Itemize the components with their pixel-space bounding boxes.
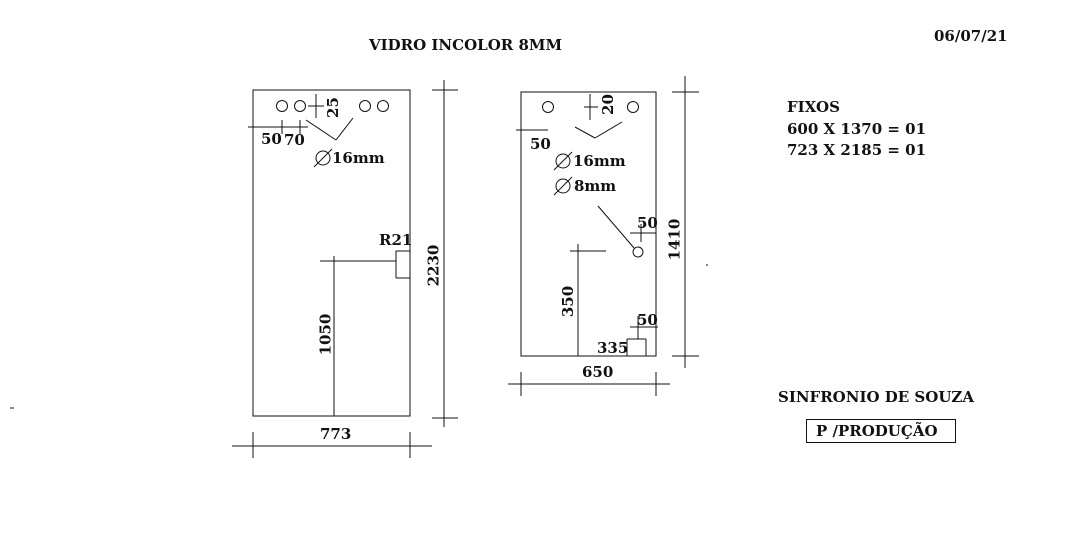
left-diameter-circle [315, 150, 331, 166]
right-height-label: 1410 [665, 218, 684, 261]
left-height-label: 2230 [424, 244, 443, 287]
left-dim-25: 25 [323, 97, 342, 118]
left-hole-diameter-label: 16mm [332, 149, 385, 167]
fixos-line-2: 723 X 2185 = 01 [787, 141, 927, 159]
right-glass-panel [520, 91, 657, 357]
left-width-label: 773 [320, 425, 352, 443]
right-notch-50-label: 50 [637, 311, 658, 329]
production-stamp-box [806, 419, 956, 443]
left-dim-70: 70 [284, 131, 305, 149]
production-stamp-label: P /PRODUÇÃO [816, 422, 938, 440]
drawing-date: 06/07/21 [934, 27, 1008, 45]
left-dim-50: 50 [261, 130, 282, 148]
fixos-title: FIXOS [787, 98, 840, 116]
right-hole-1 [542, 101, 554, 113]
right-notch-height-label: 350 [559, 285, 578, 318]
right-leader-1 [574, 126, 596, 139]
client-name: SINFRONIO DE SOUZA [778, 388, 974, 406]
left-hole-4 [377, 100, 389, 112]
left-diameter-slash [313, 148, 333, 168]
right-dim-50-left: 50 [530, 135, 551, 153]
left-cut-height-label: 1050 [316, 313, 335, 356]
right-hole-diameter-large: 16mm [573, 152, 626, 170]
fixos-line-1: 600 X 1370 = 01 [787, 120, 927, 138]
right-diameter-circle-1 [555, 153, 571, 169]
left-radius-label: R21 [379, 231, 413, 249]
right-hole-8mm [632, 246, 644, 258]
left-leader-2 [335, 117, 354, 141]
right-dim-20: 20 [598, 94, 617, 115]
right-diameter-circle-2 [555, 178, 571, 194]
right-diameter-slash-1 [553, 151, 573, 171]
left-leader-1 [305, 119, 337, 141]
right-hole-2 [627, 101, 639, 113]
right-width-label: 650 [582, 363, 614, 381]
right-leader-2 [594, 121, 623, 139]
left-hole-1 [276, 100, 288, 112]
drawing-title: VIDRO INCOLOR 8MM [369, 36, 563, 54]
left-hole-2 [294, 100, 306, 112]
right-hole-diameter-small: 8mm [574, 177, 617, 195]
right-dim-50-hole: 50 [637, 214, 658, 232]
left-hole-3 [359, 100, 371, 112]
right-notch-335-label: 335 [597, 339, 629, 357]
right-diameter-slash-2 [553, 176, 573, 196]
left-glass-panel [252, 89, 411, 417]
right-8mm-leader [597, 205, 635, 249]
